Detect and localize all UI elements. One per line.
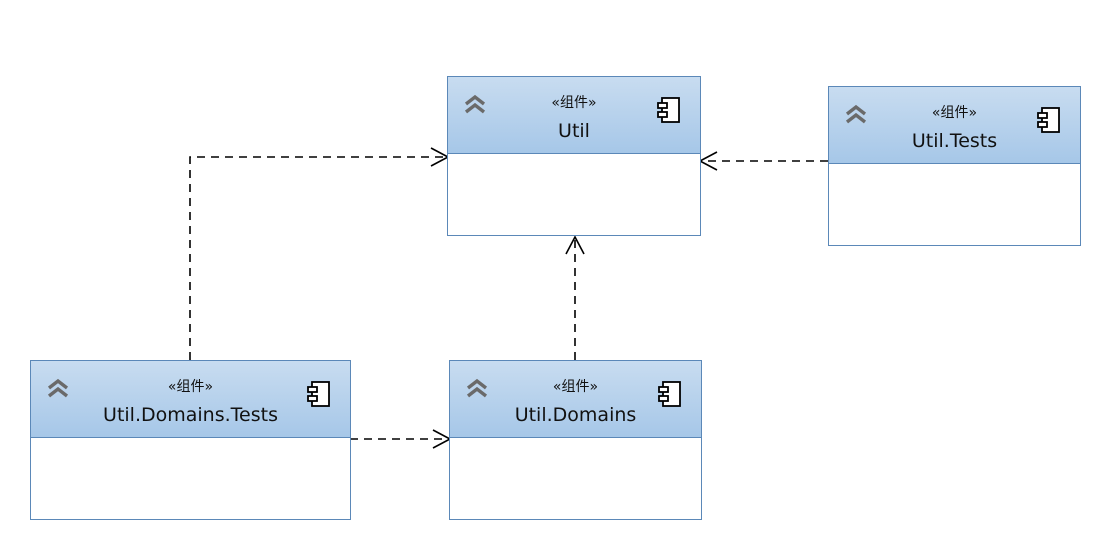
uml-component-icon — [657, 97, 680, 123]
double-chevron-up-icon[interactable] — [464, 377, 490, 399]
component-stereotype: «组件» — [552, 379, 599, 395]
component-body — [450, 438, 701, 518]
uml-component-icon — [1037, 107, 1060, 133]
dependency-domains-tests-to-util[interactable] — [189, 156, 447, 360]
component-header: «组件» Util — [448, 77, 700, 154]
component-util[interactable]: «组件» Util — [447, 76, 701, 236]
component-stereotype: «组件» — [551, 95, 597, 111]
component-header: «组件» Util.Tests — [829, 87, 1080, 164]
component-header: «组件» Util.Domains — [450, 361, 701, 438]
arrowhead-util-bottom — [565, 235, 585, 255]
component-header: «组件» Util.Domains.Tests — [31, 361, 350, 438]
component-util-domains-tests[interactable]: «组件» Util.Domains.Tests — [30, 360, 351, 520]
component-name: Util.Domains.Tests — [103, 404, 278, 426]
component-name: Util.Domains — [514, 404, 637, 426]
component-name: Util — [558, 120, 590, 142]
double-chevron-up-icon[interactable] — [462, 93, 488, 115]
component-body — [829, 164, 1080, 244]
component-util-domains[interactable]: «组件» Util.Domains — [449, 360, 702, 520]
uml-component-icon — [658, 381, 681, 407]
component-util-tests[interactable]: «组件» Util.Tests — [828, 86, 1081, 246]
component-body — [448, 154, 700, 234]
uml-component-icon — [307, 381, 330, 407]
component-stereotype: «组件» — [931, 105, 978, 121]
component-stereotype: «组件» — [167, 379, 214, 395]
component-name: Util.Tests — [911, 130, 998, 152]
double-chevron-up-icon[interactable] — [45, 377, 71, 399]
component-body — [31, 438, 350, 518]
double-chevron-up-icon[interactable] — [843, 103, 869, 125]
